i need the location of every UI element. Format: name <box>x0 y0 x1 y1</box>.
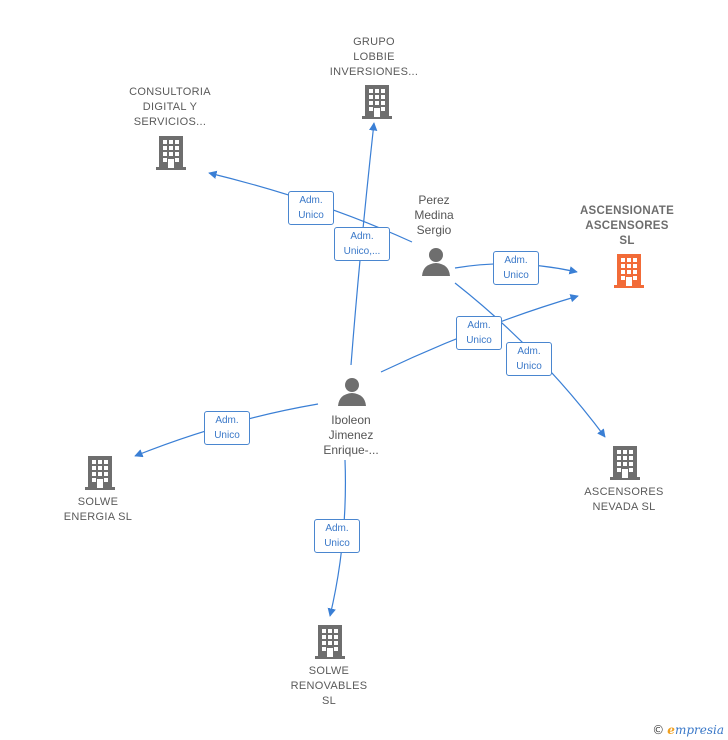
building-icon <box>362 85 392 119</box>
edge-label-perez-ascensionate[interactable]: Adm. Unico <box>493 251 539 285</box>
edge-label-perez-ascensores-nevada[interactable]: Adm. Unico <box>506 342 552 376</box>
edge-label-iboleon-ascensionate[interactable]: Adm. Unico <box>456 316 502 350</box>
building-icon <box>315 625 345 659</box>
building-icon <box>614 254 644 288</box>
person-icon <box>422 248 450 276</box>
person-label-perez[interactable]: Perez Medina Sergio <box>414 193 454 237</box>
company-label-ascensores-nevada[interactable]: ASCENSORES NEVADA SL <box>584 486 664 513</box>
edge-label-iboleon-grupo-lobbie[interactable]: Adm. Unico,... <box>334 227 390 261</box>
company-label-ascensionate[interactable]: ASCENSIONATE ASCENSORES SL <box>579 205 675 247</box>
edge-label-iboleon-solwe-renovables[interactable]: Adm. Unico <box>314 519 360 553</box>
person-icon <box>338 378 366 406</box>
building-icon <box>156 136 186 170</box>
company-label-grupo-lobbie[interactable]: GRUPO LOBBIE INVERSIONES... <box>329 36 419 78</box>
building-icon <box>610 446 640 480</box>
building-icon <box>85 456 115 490</box>
brand-logo-text: mpresia <box>674 723 724 737</box>
company-label-solwe-energia[interactable]: SOLWE ENERGIA SL <box>63 496 133 523</box>
edge-label-perez-consultoria[interactable]: Adm. Unico <box>288 191 334 225</box>
copyright-symbol: © <box>652 723 665 737</box>
person-label-iboleon[interactable]: Iboleon Jimenez Enrique-... <box>323 413 379 457</box>
footer-brand: ©empresia <box>652 723 724 737</box>
company-label-solwe-renovables[interactable]: SOLWE RENOVABLES SL <box>290 665 368 707</box>
edge-label-iboleon-solwe-energia[interactable]: Adm. Unico <box>204 411 250 445</box>
brand-logo-e: e <box>667 723 675 737</box>
company-label-consultoria[interactable]: CONSULTORIA DIGITAL Y SERVICIOS... <box>129 86 211 128</box>
